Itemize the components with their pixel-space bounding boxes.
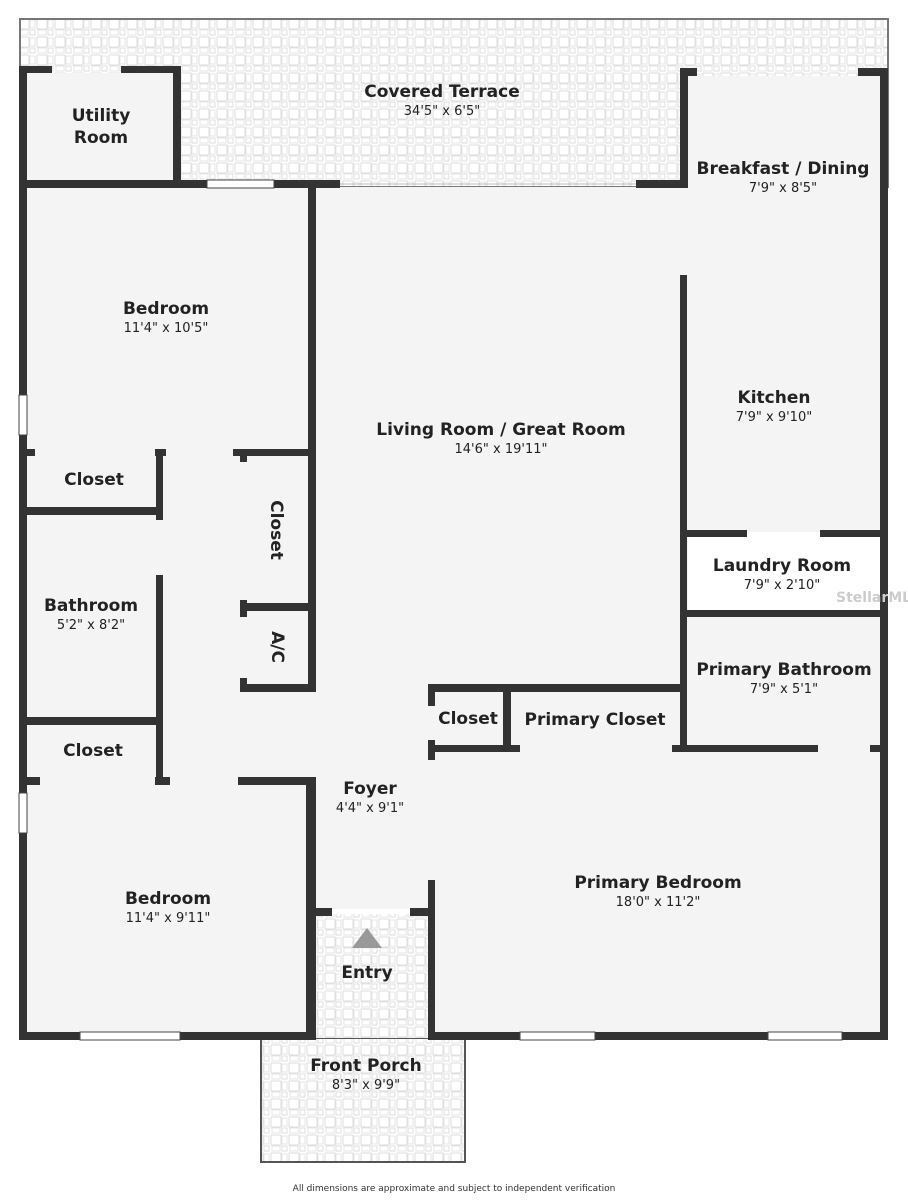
room-closet-2: Closet	[63, 741, 123, 761]
porch-area	[260, 1037, 466, 1163]
room-closet-hall: Closet	[266, 500, 286, 560]
room-closet-primary-small: Closet	[438, 709, 498, 729]
room-primary-closet: Primary Closet	[524, 710, 666, 730]
room-closet-1: Closet	[64, 470, 124, 490]
footer-disclaimer: All dimensions are approximate and subje…	[292, 1184, 616, 1194]
room-ac: A/C	[267, 631, 287, 663]
windows	[18, 179, 843, 1041]
watermark: StellarMLS	[836, 590, 908, 606]
room-utility: Utility Room	[71, 106, 131, 148]
walls	[19, 66, 888, 1040]
entry-arrow-icon	[352, 928, 382, 948]
room-entry: Entry	[341, 963, 393, 983]
